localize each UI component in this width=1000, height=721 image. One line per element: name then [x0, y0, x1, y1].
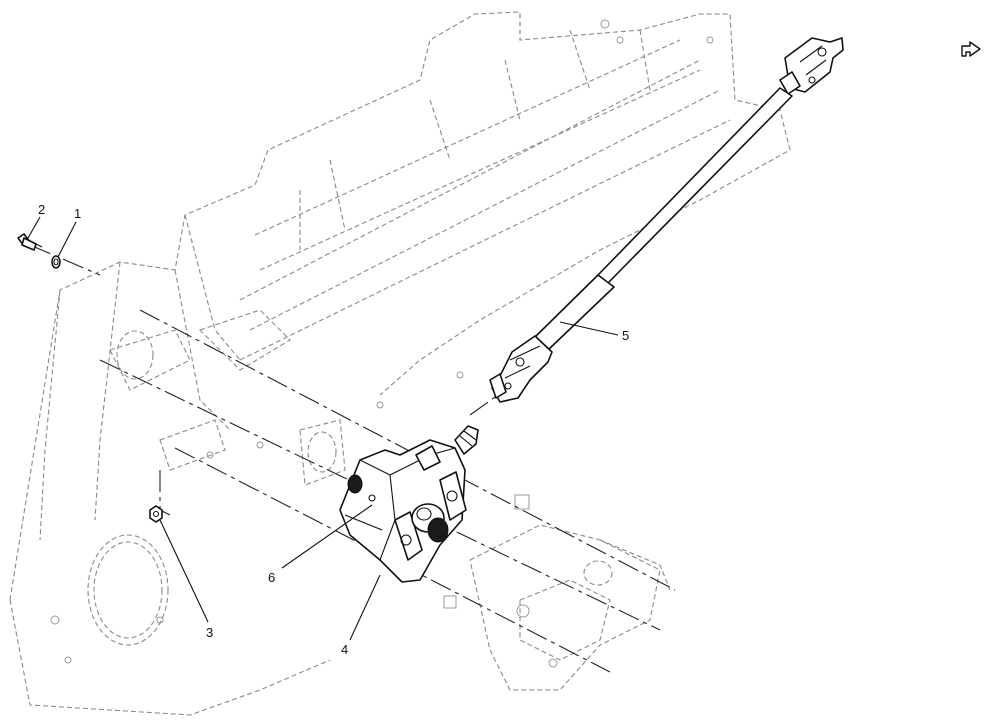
callout-labels: 1 2 3 4 5 6	[38, 202, 629, 657]
callout-1: 1	[74, 206, 81, 221]
steering-shaft[interactable]	[489, 37, 844, 403]
callout-2: 2	[38, 202, 45, 217]
bolt[interactable]	[17, 233, 43, 251]
callout-5: 5	[622, 328, 629, 343]
washer[interactable]	[51, 255, 61, 269]
steering-gear-unit[interactable]	[339, 425, 479, 583]
callout-4: 4	[341, 642, 348, 657]
callout-3: 3	[206, 625, 213, 640]
return-arrow-icon[interactable]	[956, 36, 986, 60]
leader-lines	[27, 216, 619, 641]
nut[interactable]	[149, 505, 163, 523]
callout-6: 6	[268, 570, 275, 585]
chassis-frame	[9, 11, 791, 716]
